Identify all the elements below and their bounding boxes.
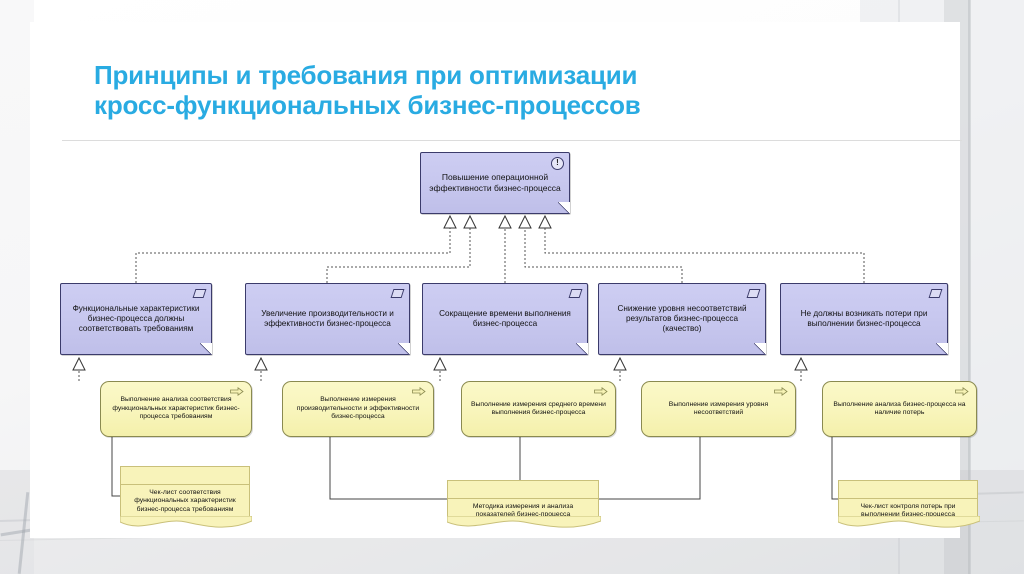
process-arrow-icon (412, 387, 426, 396)
page-title-line2: кросс-функциональных бизнес-процессов (94, 90, 641, 120)
activity-node-3-label: Выполнение измерения среднего времени вы… (471, 400, 606, 416)
activity-node-1-label: Выполнение анализа соответствия функцион… (112, 396, 240, 421)
goal-node[interactable]: Повышение операционной эффективности биз… (420, 152, 570, 214)
requirement-glyph-icon (192, 289, 207, 298)
corner-cut-decoration (398, 343, 410, 355)
page-title-line1: Принципы и требования при оптимизации (94, 60, 638, 90)
requirement-node-5-label: Не должны возникать потери при выполнени… (800, 309, 928, 328)
process-arrow-icon (594, 387, 608, 396)
requirement-node-2[interactable]: Увеличение производительности и эффектив… (245, 283, 410, 355)
activity-node-5-label: Выполнение анализа бизнес-процесса на на… (833, 400, 966, 416)
document-note-2-label: Методика измерения и анализа показателей… (472, 503, 574, 519)
page-title: Принципы и требования при оптимизации кр… (94, 60, 884, 120)
activity-node-2-label: Выполнение измерения производительности … (296, 396, 420, 421)
activity-node-4-label: Выполнение измерения уровня несоответств… (668, 400, 769, 416)
requirement-node-3-label: Сокращение времени выполнения бизнес-про… (439, 309, 571, 328)
document-note-header (448, 481, 598, 499)
document-wave-edge (447, 516, 601, 528)
requirement-node-1[interactable]: Функциональные характеристики бизнес-про… (60, 283, 212, 355)
requirement-node-4[interactable]: Снижение уровня несоответствий результат… (598, 283, 766, 355)
corner-cut-decoration (936, 343, 948, 355)
process-arrow-icon (230, 387, 244, 396)
corner-cut-decoration (558, 202, 570, 214)
activity-node-5[interactable]: Выполнение анализа бизнес-процесса на на… (822, 381, 977, 437)
goal-node-label: Повышение операционной эффективности биз… (429, 172, 561, 193)
content-card-fade (30, 22, 960, 538)
requirement-node-2-label: Увеличение производительности и эффектив… (261, 309, 394, 328)
requirement-node-1-label: Функциональные характеристики бизнес-про… (72, 304, 200, 333)
document-wave-edge (838, 516, 980, 528)
corner-cut-decoration (200, 343, 212, 355)
activity-node-4[interactable]: Выполнение измерения уровня несоответств… (641, 381, 796, 437)
process-arrow-icon (774, 387, 788, 396)
corner-cut-decoration (754, 343, 766, 355)
document-wave-edge (120, 516, 252, 528)
requirement-glyph-icon (746, 289, 761, 298)
activity-node-3[interactable]: Выполнение измерения среднего времени вы… (461, 381, 616, 437)
process-arrow-icon (955, 387, 969, 396)
requirement-glyph-icon (390, 289, 405, 298)
activity-node-1[interactable]: Выполнение анализа соответствия функцион… (100, 381, 252, 437)
title-divider (62, 140, 962, 141)
requirement-node-3[interactable]: Сокращение времени выполнения бизнес-про… (422, 283, 588, 355)
requirement-node-4-label: Снижение уровня несоответствий результат… (617, 304, 747, 333)
activity-node-2[interactable]: Выполнение измерения производительности … (282, 381, 434, 437)
document-note-3-label: Чек-лист контроля потерь при выполнении … (860, 503, 956, 519)
document-note-2[interactable]: Методика измерения и анализа показателей… (447, 480, 601, 528)
document-note-3[interactable]: Чек-лист контроля потерь при выполнении … (838, 480, 980, 528)
requirement-glyph-icon (928, 289, 943, 298)
document-note-1[interactable]: Чек-лист соответствия функциональных хар… (120, 466, 252, 528)
corner-cut-decoration (576, 343, 588, 355)
requirement-glyph-icon (568, 289, 583, 298)
document-note-header (839, 481, 977, 499)
document-note-1-label: Чек-лист соответствия функциональных хар… (134, 489, 236, 513)
requirement-node-5[interactable]: Не должны возникать потери при выполнени… (780, 283, 948, 355)
document-note-header (121, 467, 249, 485)
exclamation-icon: ! (551, 157, 564, 170)
